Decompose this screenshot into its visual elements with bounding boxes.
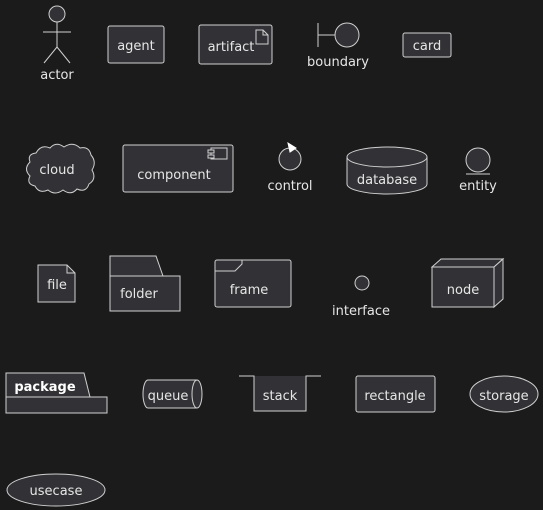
node-element: node (430, 257, 505, 309)
stack-box (254, 376, 306, 411)
node-shape (430, 257, 505, 309)
folder-shape (109, 255, 181, 312)
boundary-icon (317, 22, 360, 48)
package-shape (5, 372, 108, 414)
interface-element: interface (332, 275, 390, 319)
storage-label: storage (479, 389, 528, 404)
component-icon (207, 147, 228, 160)
storage-shape (469, 375, 539, 413)
stack-element: stack (239, 375, 321, 412)
interface-label: interface (332, 304, 390, 319)
queue-element: queue (142, 379, 203, 409)
rectangle-label: rectangle (364, 389, 425, 404)
package-label: package (14, 380, 76, 395)
artifact-box (198, 24, 273, 65)
database-shape (346, 146, 428, 195)
artifact-label: artifact (208, 40, 255, 55)
file-shape (37, 264, 76, 303)
actor-label: actor (40, 68, 74, 83)
storage-element: storage (469, 375, 539, 413)
node-label: node (447, 283, 479, 298)
card-element: card (402, 32, 452, 58)
folder-label: folder (120, 287, 158, 302)
frame-tab (215, 260, 243, 272)
cloud-element: cloud (26, 143, 95, 194)
usecase-shape (6, 473, 106, 507)
boundary-label: boundary (307, 55, 369, 70)
cloud-shape (26, 143, 95, 194)
package-element: package (5, 372, 108, 414)
database-label: database (357, 173, 417, 188)
folder-element: folder (109, 255, 181, 312)
entity-label: entity (459, 179, 497, 194)
component-box (122, 144, 234, 193)
database-element: database (346, 146, 428, 195)
interface-icon (354, 275, 370, 291)
file-label: file (47, 278, 67, 293)
entity-element: entity (459, 147, 497, 194)
stack-outline (239, 375, 321, 412)
frame-label: frame (230, 283, 269, 298)
rectangle-element: rectangle (355, 375, 436, 413)
component-element: component (122, 144, 234, 193)
frame-box (214, 259, 292, 308)
actor-element: actor (40, 5, 74, 83)
card-label: card (413, 39, 441, 54)
entity-icon (465, 147, 491, 175)
agent-element: agent (107, 25, 165, 64)
document-icon (255, 29, 269, 45)
boundary-element: boundary (307, 22, 369, 70)
agent-label: agent (117, 39, 155, 54)
file-element: file (37, 264, 76, 303)
stack-label: stack (263, 389, 298, 404)
frame-element: frame (214, 259, 292, 308)
artifact-element: artifact (198, 24, 273, 65)
component-label: component (137, 168, 211, 183)
control-element: control (267, 141, 313, 194)
card-box (402, 32, 452, 58)
control-label: control (267, 179, 312, 194)
queue-label: queue (148, 389, 189, 404)
actor-icon (43, 5, 71, 64)
rectangle-box (355, 375, 436, 413)
usecase-label: usecase (30, 484, 83, 499)
control-icon (278, 141, 302, 171)
agent-box (107, 25, 165, 64)
usecase-element: usecase (6, 473, 106, 507)
cloud-label: cloud (39, 163, 74, 178)
